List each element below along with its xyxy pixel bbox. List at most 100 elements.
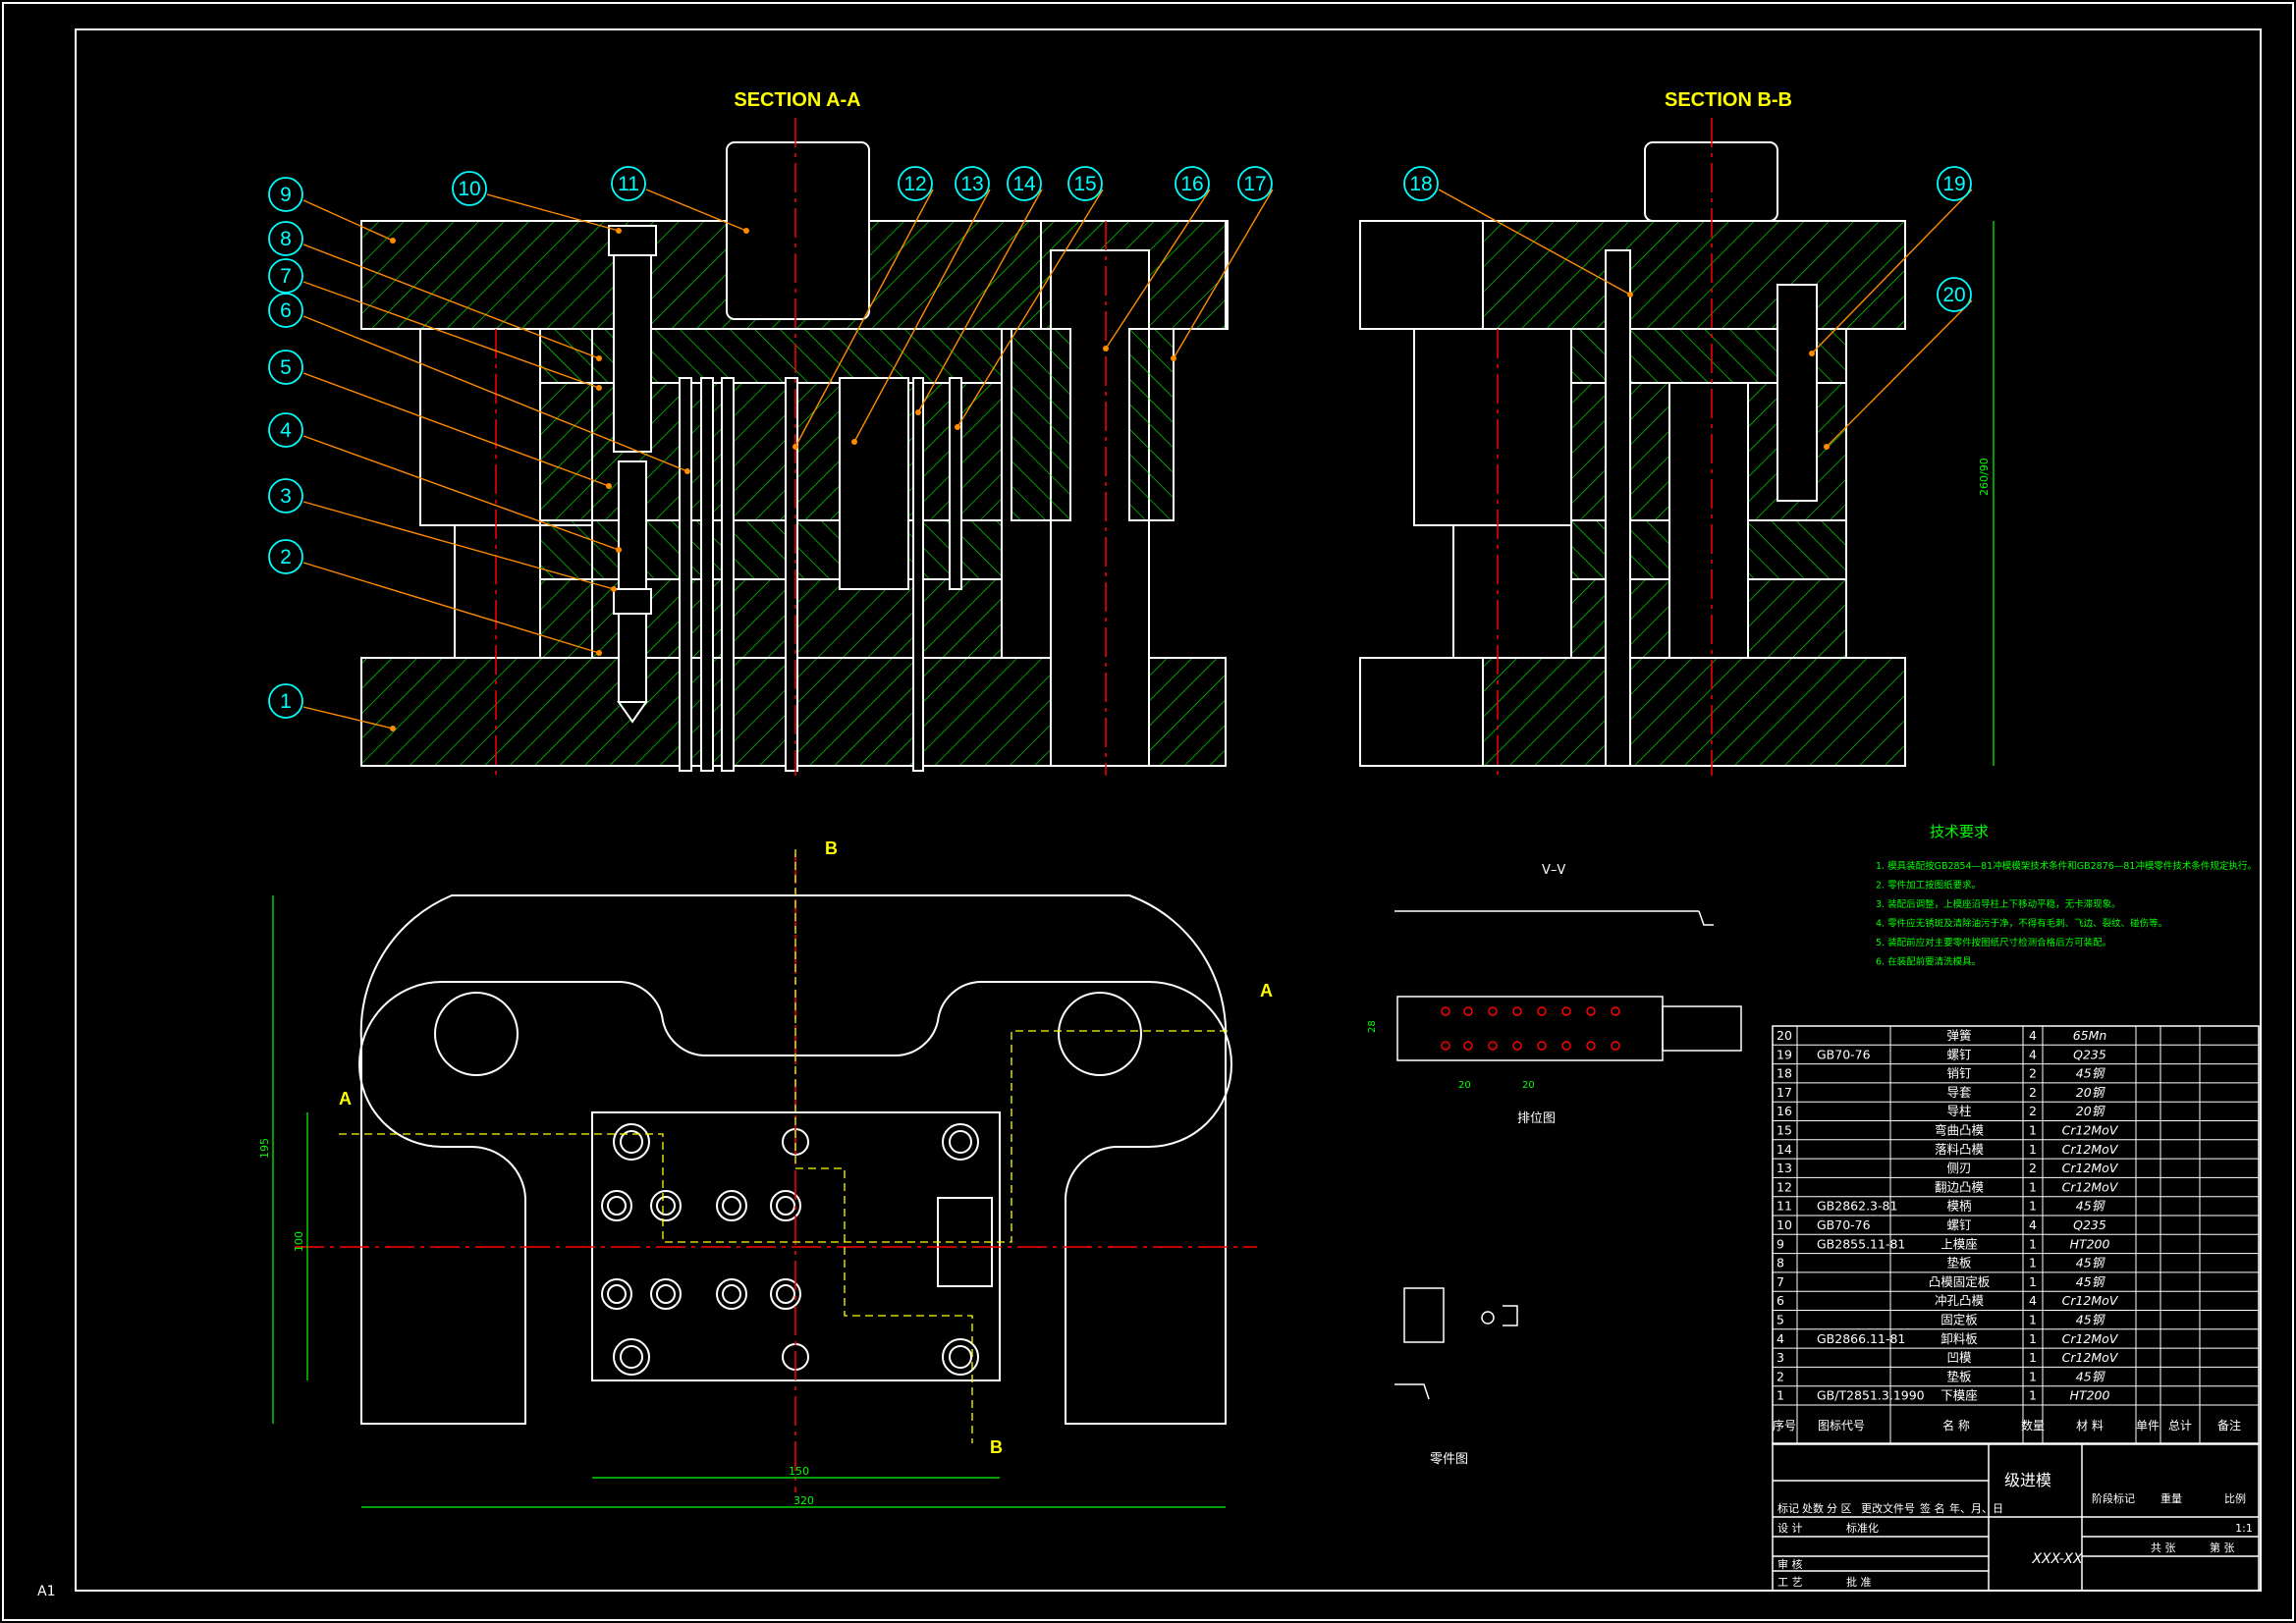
dim-section-height: 260/90 [1978,458,1991,496]
section-b-view [1359,141,1906,767]
plan-view [358,894,1232,1425]
plan-screw-holes [601,1123,979,1376]
balloon-label-14: 14 [1012,173,1036,195]
title-block [1772,1442,2260,1592]
marker-b-bottom: B [990,1437,1003,1457]
bom-cell: Cr12MoV [2062,1293,2119,1308]
bom-header-cell: 数量 [2021,1418,2045,1433]
bom-header-cell: 备注 [2217,1418,2241,1433]
balloon-1 [268,683,303,719]
balloon-dot-11 [743,228,749,234]
bom-cell: 10 [1777,1217,1792,1232]
bom-cell: GB70-76 [1817,1217,1871,1232]
balloon-label-8: 8 [280,228,292,250]
balloon-5 [268,350,303,385]
bom-cell: 12 [1777,1179,1792,1194]
balloon-label-1: 1 [280,690,292,713]
bom-cell: GB2866.11-81 [1817,1331,1905,1346]
balloon-label-13: 13 [960,173,983,195]
bom-cell: 销钉 [1946,1066,1972,1081]
tech-req-list: 1. 模具装配按GB2854—81冲模模架技术条件和GB2876—81冲模零件技… [1876,860,2257,968]
balloon-2 [268,539,303,574]
bom-cell: 19 [1777,1047,1792,1061]
bom-cell: GB2862.3-81 [1817,1199,1897,1214]
dim-strip-width: 28 [1367,1020,1378,1033]
tech-req-title: 技术要求 [1930,823,1989,840]
bom-header-cell: 序号 [1773,1418,1796,1433]
guide-bush [1011,328,1071,521]
bom-header-cell: 单件 [2136,1419,2159,1433]
bom-header-cell: 图标代号 [1818,1419,1865,1433]
balloon-leader-1 [302,706,394,730]
tb-label-change: 更改文件号 [1861,1501,1915,1515]
tb-label-mark: 标记 [1777,1501,1799,1515]
bom-cell: 垫板 [1946,1256,1972,1271]
strip-hole [1441,1006,1450,1016]
balloon-label-7: 7 [280,265,292,288]
part-drawing-label: 零件图 [1430,1452,1468,1467]
section-b-title: SECTION B-B [1665,89,1792,111]
balloon-14 [1007,166,1042,201]
balloon-13 [955,166,990,201]
balloon-8 [268,221,303,256]
bom-cell: 1 [2029,1123,2037,1138]
strip-hole [1586,1006,1596,1016]
bom-cell: 11 [1777,1199,1792,1214]
balloon-leader-4 [302,435,620,551]
bom-header-cell: 总计 [2168,1419,2192,1433]
balloon-dot-12 [793,444,798,450]
tb-label-weight: 重量 [2160,1491,2182,1505]
marker-a-left: A [339,1089,352,1109]
balloon-dot-1 [390,726,396,731]
bom-cell: 1 [2029,1369,2037,1383]
bom-cell: 导柱 [1946,1104,1971,1118]
bom-cell: 2 [2029,1161,2037,1175]
tb-label-sheet: 第 张 [2210,1541,2235,1554]
bom-header-cell: 材 料 [2076,1419,2104,1433]
dim-width-inner: 150 [789,1465,809,1478]
bom-cell: HT200 [2070,1236,2110,1251]
bom-cell: 2 [1777,1369,1784,1383]
balloon-20 [1937,277,1972,312]
balloon-label-3: 3 [280,485,292,508]
tech-req-item: 5. 装配前应对主要零件按图纸尺寸检测合格后方可装配。 [1876,937,2111,948]
balloon-19 [1937,166,1972,201]
bom-cell: Q235 [2073,1047,2106,1061]
strip-hole [1463,1041,1473,1051]
bom-cell: 1 [2029,1142,2037,1157]
vv-view [1394,910,1714,926]
balloon-dot-18 [1627,292,1633,298]
bom-cell: 1 [2029,1236,2037,1251]
bom-cell: 上模座 [1941,1236,1978,1251]
tb-label-sign: 签 名 [1920,1501,1945,1515]
bom-cell: 4 [2029,1028,2037,1043]
bom-cell: 14 [1777,1142,1792,1157]
bom-cell: 2 [2029,1066,2037,1081]
strip-hole [1488,1006,1498,1016]
bom-cell: 翻边凸模 [1935,1179,1985,1194]
tech-req-item: 3. 装配后调整，上模座沿导柱上下移动平稳，无卡滞现象。 [1876,898,2121,910]
balloon-10 [452,171,487,206]
bom-cell: 9 [1777,1236,1784,1251]
tb-label-zone: 分 区 [1827,1502,1852,1515]
bom-cell: 45钢 [2076,1066,2106,1081]
balloon-7 [268,258,303,294]
balloon-label-6: 6 [280,299,292,322]
bom-cell: 4 [2029,1047,2037,1061]
bom-cell: 弯曲凸模 [1935,1123,1985,1138]
balloon-leader-7 [302,281,600,389]
strip-hole [1488,1041,1498,1051]
bom-cell: 4 [2029,1293,2037,1308]
balloon-dot-8 [596,355,602,361]
section-markers: A A B B [339,839,1273,1457]
balloon-leader-19 [1811,189,1973,354]
balloon-label-5: 5 [280,356,292,379]
dim-height-outer: 195 [258,1138,271,1159]
balloon-leader-18 [1438,189,1631,296]
tb-label-design: 设 计 [1777,1522,1803,1535]
tb-label-approve: 批 准 [1846,1575,1872,1589]
guide-hole-left [434,992,519,1076]
